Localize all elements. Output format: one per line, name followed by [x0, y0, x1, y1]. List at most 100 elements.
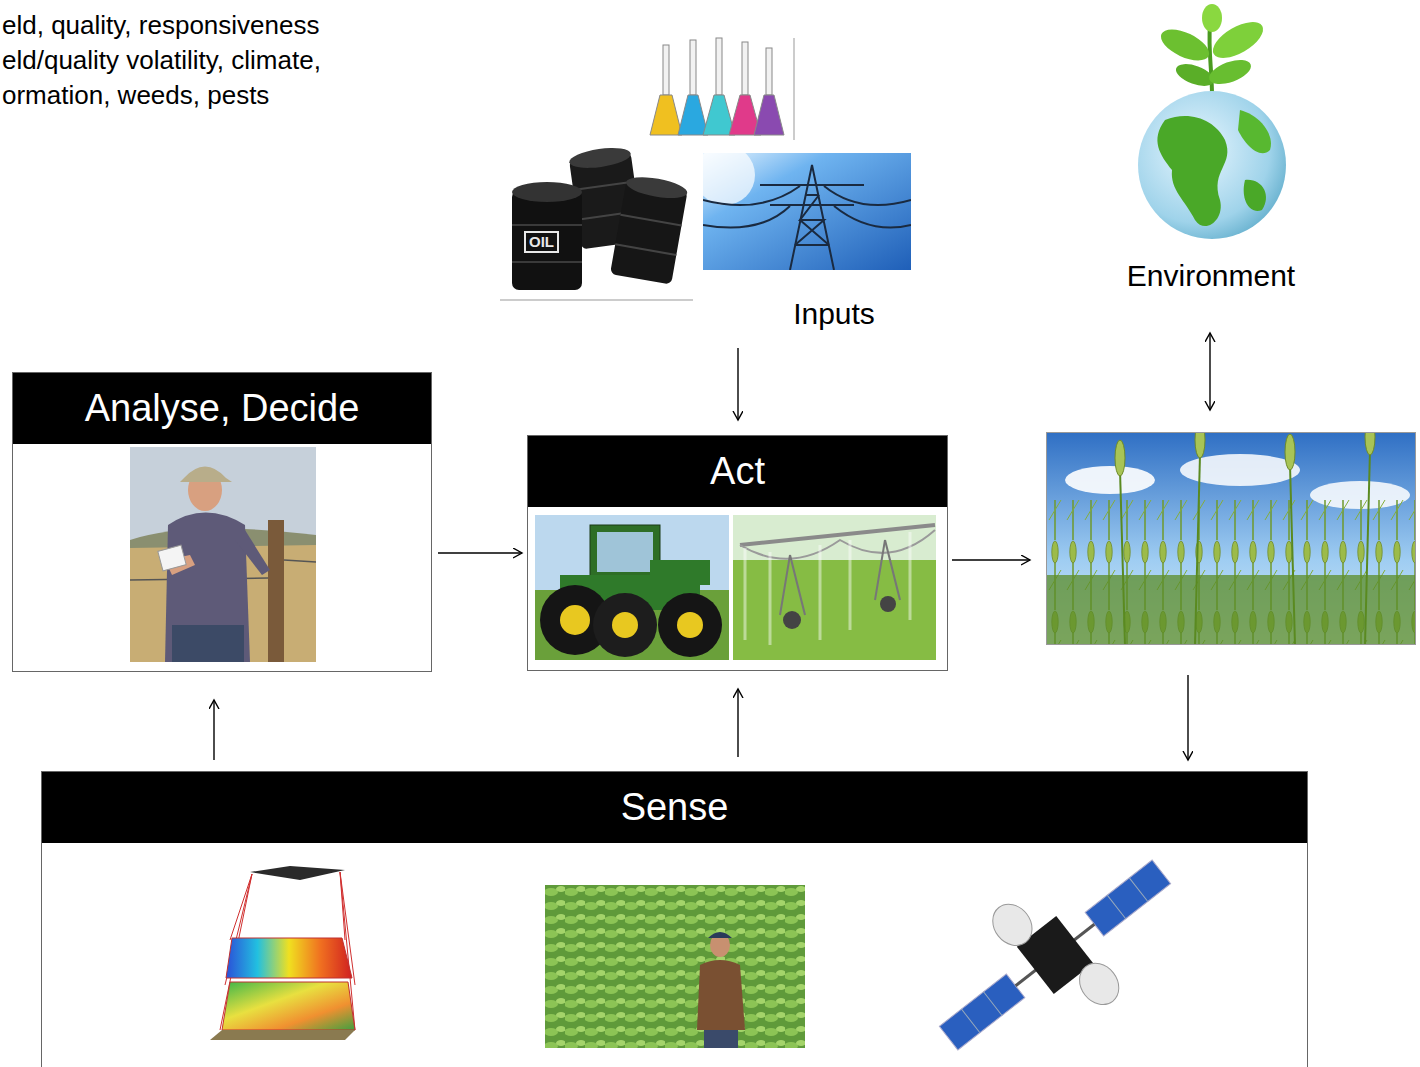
- irrigation-photo-part-part: [885, 540, 900, 600]
- irrigation-photo-part: [783, 611, 801, 629]
- field-map-image-part: [210, 1030, 355, 1040]
- tractor-photo-part: [612, 612, 638, 638]
- satellite-image-part: [1107, 895, 1125, 919]
- satellite-image-part: [1071, 956, 1126, 1013]
- farmer-tablet-photo-part: [268, 520, 284, 662]
- farmer-tablet-photo: [130, 447, 316, 662]
- box-header: Sense: [42, 772, 1307, 843]
- wheat-field-photo-part-part: [1046, 432, 1416, 645]
- barrel-marking: OIL: [524, 231, 559, 253]
- oil-barrels-image-part-part: [568, 145, 632, 171]
- wheat-field-photo-part-part: [1046, 575, 1416, 645]
- power-pylon-image-part-part: [795, 195, 829, 245]
- flow-arrow: [213, 700, 214, 760]
- crop-scouting-photo-part: [545, 885, 805, 1048]
- flasks-image-part-part: [678, 95, 708, 135]
- environment-caption: Environment: [1127, 259, 1295, 293]
- wheat-field-photo-part: [1046, 432, 1416, 645]
- globe-image-part: [1202, 4, 1222, 32]
- flasks-image-part-part: [766, 48, 772, 95]
- wheat-field-photo-part-part-part: [1195, 432, 1205, 458]
- farmer-tablet-photo-part: [172, 625, 244, 662]
- flasks-image-part-part: [663, 45, 669, 95]
- note-text: ormation, weeds, pests: [2, 80, 269, 111]
- oil-barrels-image-part: [500, 300, 693, 301]
- globe-image-part: [1138, 91, 1286, 239]
- flasks-image-part-part: [650, 95, 682, 135]
- crop-scouting-photo: [545, 885, 805, 1048]
- irrigation-photo: [733, 515, 936, 660]
- farmer-tablet-photo-part: [284, 560, 316, 562]
- note-text: eld, quality, responsiveness: [2, 10, 319, 41]
- flasks-image-part-part: [754, 95, 784, 135]
- tractor-photo-part: [560, 605, 590, 635]
- globe-image: [1138, 4, 1286, 239]
- box-title: Sense: [621, 786, 729, 828]
- irrigation-photo-part-part: [780, 555, 790, 615]
- field-map-image-part: [226, 938, 352, 978]
- flow-arrows-part: [952, 559, 1030, 560]
- power-pylon-image-part-part: [790, 165, 834, 270]
- flow-arrow: [438, 552, 522, 553]
- inputs-caption: Inputs: [793, 297, 875, 331]
- oil-barrels-image-part-part: [615, 244, 676, 255]
- tractor-photo-part: [658, 593, 722, 657]
- wheat-field-photo-part-part: [1115, 432, 1375, 476]
- oil-barrels-image-part-part: [620, 215, 681, 226]
- wheat-field-photo-part-part-part: [1365, 450, 1370, 645]
- tractor-photo-part: [597, 532, 653, 572]
- box-title: Act: [710, 450, 765, 492]
- wheat-field-photo-part-part: [1120, 450, 1370, 645]
- wheat-field-photo-part: [1047, 433, 1416, 645]
- note-text: eld/quality volatility, climate,: [2, 45, 321, 76]
- flow-arrows-part: [1187, 675, 1188, 760]
- flasks-image-part: [650, 38, 784, 135]
- oil-barrels-image-part: [610, 173, 689, 284]
- tractor-photo-part: [677, 612, 703, 638]
- globe-image-part: [1244, 180, 1266, 211]
- oil-barrels-image-part: [512, 224, 582, 226]
- tractor-photo-part: [593, 593, 657, 657]
- irrigation-photo-part: [745, 532, 910, 645]
- satellite-image-part: [961, 1009, 979, 1033]
- wheat-field-photo-part-part-part: [1290, 465, 1295, 645]
- wheat-field-photo-part-part: [1065, 466, 1155, 494]
- flasks-image-part-part: [742, 42, 748, 95]
- field-map-image: [210, 866, 355, 1040]
- wheat-field-photo-part-part-part: [1365, 432, 1375, 455]
- oil-barrels-image: [500, 145, 693, 300]
- farmer-tablet-photo-part: [158, 545, 186, 571]
- flasks-image-part: [794, 38, 795, 140]
- irrigation-photo-part-part: [790, 555, 805, 615]
- power-pylon-image: [703, 153, 911, 270]
- wheat-field-photo-part-part: [1180, 454, 1300, 486]
- analyse-decide-box: Analyse, Decide: [12, 372, 432, 672]
- irrigation-photo-part: [880, 596, 896, 612]
- wheat-field-photo-part-part-part: [1195, 455, 1200, 645]
- flow-arrow: [737, 689, 738, 757]
- power-pylon-image-part: [703, 165, 911, 270]
- satellite-image: [904, 815, 1205, 1067]
- wheat-field-photo-part-part-part: [1285, 434, 1295, 470]
- flasks-image-part-part: [690, 40, 696, 95]
- farmer-tablet-photo-part: [165, 513, 250, 663]
- flow-arrows-part: [1209, 333, 1210, 410]
- box-header: Analyse, Decide: [13, 373, 431, 444]
- flow-arrows-part: [737, 348, 738, 420]
- oil-barrels-image-part-part: [625, 173, 689, 201]
- crop-scouting-photo-part: [704, 1030, 738, 1048]
- flasks-image: [650, 38, 794, 140]
- globe-image-part: [1156, 23, 1213, 67]
- crop-scouting-photo-part: [708, 932, 732, 938]
- box-header: Act: [528, 436, 947, 507]
- tractor-photo: [535, 515, 729, 660]
- field-map-image-part: [250, 866, 345, 880]
- satellite-image-part: [985, 896, 1040, 953]
- oil-barrels-image-part: [512, 182, 582, 202]
- wheat-field-photo: [1046, 419, 1416, 645]
- satellite-image-part: [1085, 860, 1170, 936]
- flow-arrows: [738, 333, 1210, 760]
- satellite-image-part: [1129, 878, 1147, 902]
- irrigation-photo-part: [780, 540, 900, 615]
